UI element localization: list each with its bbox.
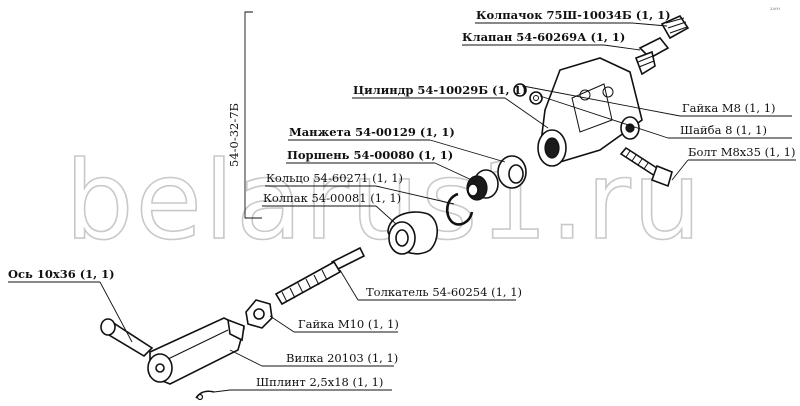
nut-m10-part	[245, 299, 273, 329]
assembly-bracket	[244, 11, 262, 219]
bolt-part	[619, 146, 673, 188]
nut-m8-part	[513, 83, 543, 105]
label-ring: Кольцо 54-60271 (1, 1)	[266, 171, 403, 185]
corner-mark: ²ᴬ⁰⁰	[770, 7, 781, 14]
pin-part	[195, 390, 215, 401]
piston-part	[466, 169, 499, 201]
axle-part	[100, 318, 154, 358]
label-valve: Клапан 54-60269А (1, 1)	[462, 30, 625, 44]
ring-part	[445, 192, 474, 226]
label-cuff: Манжета 54-00129 (1, 1)	[289, 125, 455, 139]
label-bolt: Болт М8х35 (1, 1)	[688, 145, 795, 159]
watermark: belarus1.ru	[65, 139, 703, 264]
label-pusher: Толкатель 54-60254 (1, 1)	[366, 285, 522, 299]
label-cylinder: Цилиндр 54-10029Б (1, 1)	[353, 83, 527, 97]
label-nut-m10: Гайка М10 (1, 1)	[298, 317, 399, 331]
label-cap: Колпачок 75Ш-10034Б (1, 1)	[476, 8, 671, 22]
pusher-part	[274, 246, 366, 306]
fork-part	[147, 317, 245, 385]
label-washer: Шайба 8 (1, 1)	[680, 123, 767, 137]
boot-part	[387, 211, 439, 255]
valve-part	[634, 36, 670, 76]
label-pin: Шплинт 2,5х18 (1, 1)	[256, 375, 383, 389]
label-boot: Колпак 54-00081 (1, 1)	[263, 191, 401, 205]
cap-part	[660, 14, 690, 40]
label-fork: Вилка 20103 (1, 1)	[286, 351, 398, 365]
leader-lines	[8, 22, 796, 393]
cuff-part	[497, 155, 527, 189]
assembly-code: 54-0-32-7Б	[227, 103, 241, 167]
label-nut-m8: Гайка М8 (1, 1)	[682, 101, 776, 115]
label-axle: Ось 10х36 (1, 1)	[8, 267, 115, 281]
label-piston: Поршень 54-00080 (1, 1)	[287, 148, 453, 162]
